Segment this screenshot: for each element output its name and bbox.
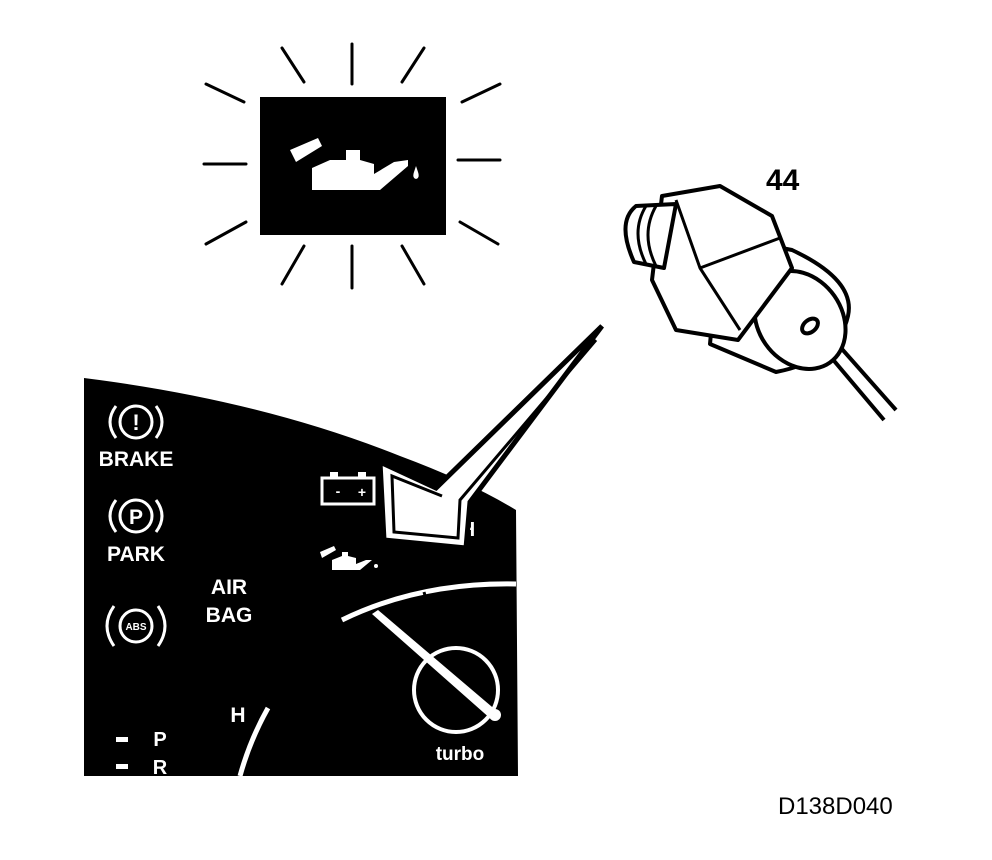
airbag-line2: BAG — [206, 604, 253, 627]
battery-icon: - + — [320, 472, 376, 506]
park-symbol: P — [129, 506, 143, 529]
instrument-panel: ! BRAKE P PARK ABS AIR BAG - + — [84, 378, 524, 788]
battery-minus: - — [336, 483, 341, 499]
turbo-gauge-dial — [412, 646, 500, 734]
figure-code: D138D040 — [778, 793, 893, 820]
park-label: PARK — [107, 543, 165, 566]
park-brake-icon: P — [108, 498, 164, 534]
brake-symbol: ! — [132, 410, 139, 435]
abs-symbol: ABS — [125, 622, 146, 633]
turbo-gauge-needle — [372, 610, 498, 720]
gear-r-marker — [116, 764, 128, 769]
airbag-line1: AIR — [211, 576, 247, 599]
oil-pressure-sender-icon — [623, 184, 898, 422]
panel-face — [84, 378, 518, 776]
lower-gauge-arc — [237, 706, 271, 777]
flash-rays — [202, 42, 502, 290]
turbo-gauge: turbo — [340, 581, 517, 765]
gear-p-label: P — [153, 729, 166, 751]
battery-plus: + — [358, 484, 366, 500]
part-number-label: 44 — [766, 164, 800, 197]
turbo-label: turbo — [436, 744, 485, 765]
oil-warning-light — [202, 42, 502, 290]
abs-warning-icon: ABS — [105, 605, 167, 647]
panel-oil-can-icon — [320, 546, 378, 570]
gear-r-label: R — [153, 757, 168, 779]
brake-warning-icon: ! — [108, 404, 164, 440]
brake-label: BRAKE — [99, 448, 174, 471]
pointer-arrow — [377, 324, 604, 551]
gauge-high-label: H — [230, 704, 245, 727]
oil-can-icon — [290, 138, 419, 190]
gear-p-marker — [116, 737, 128, 742]
